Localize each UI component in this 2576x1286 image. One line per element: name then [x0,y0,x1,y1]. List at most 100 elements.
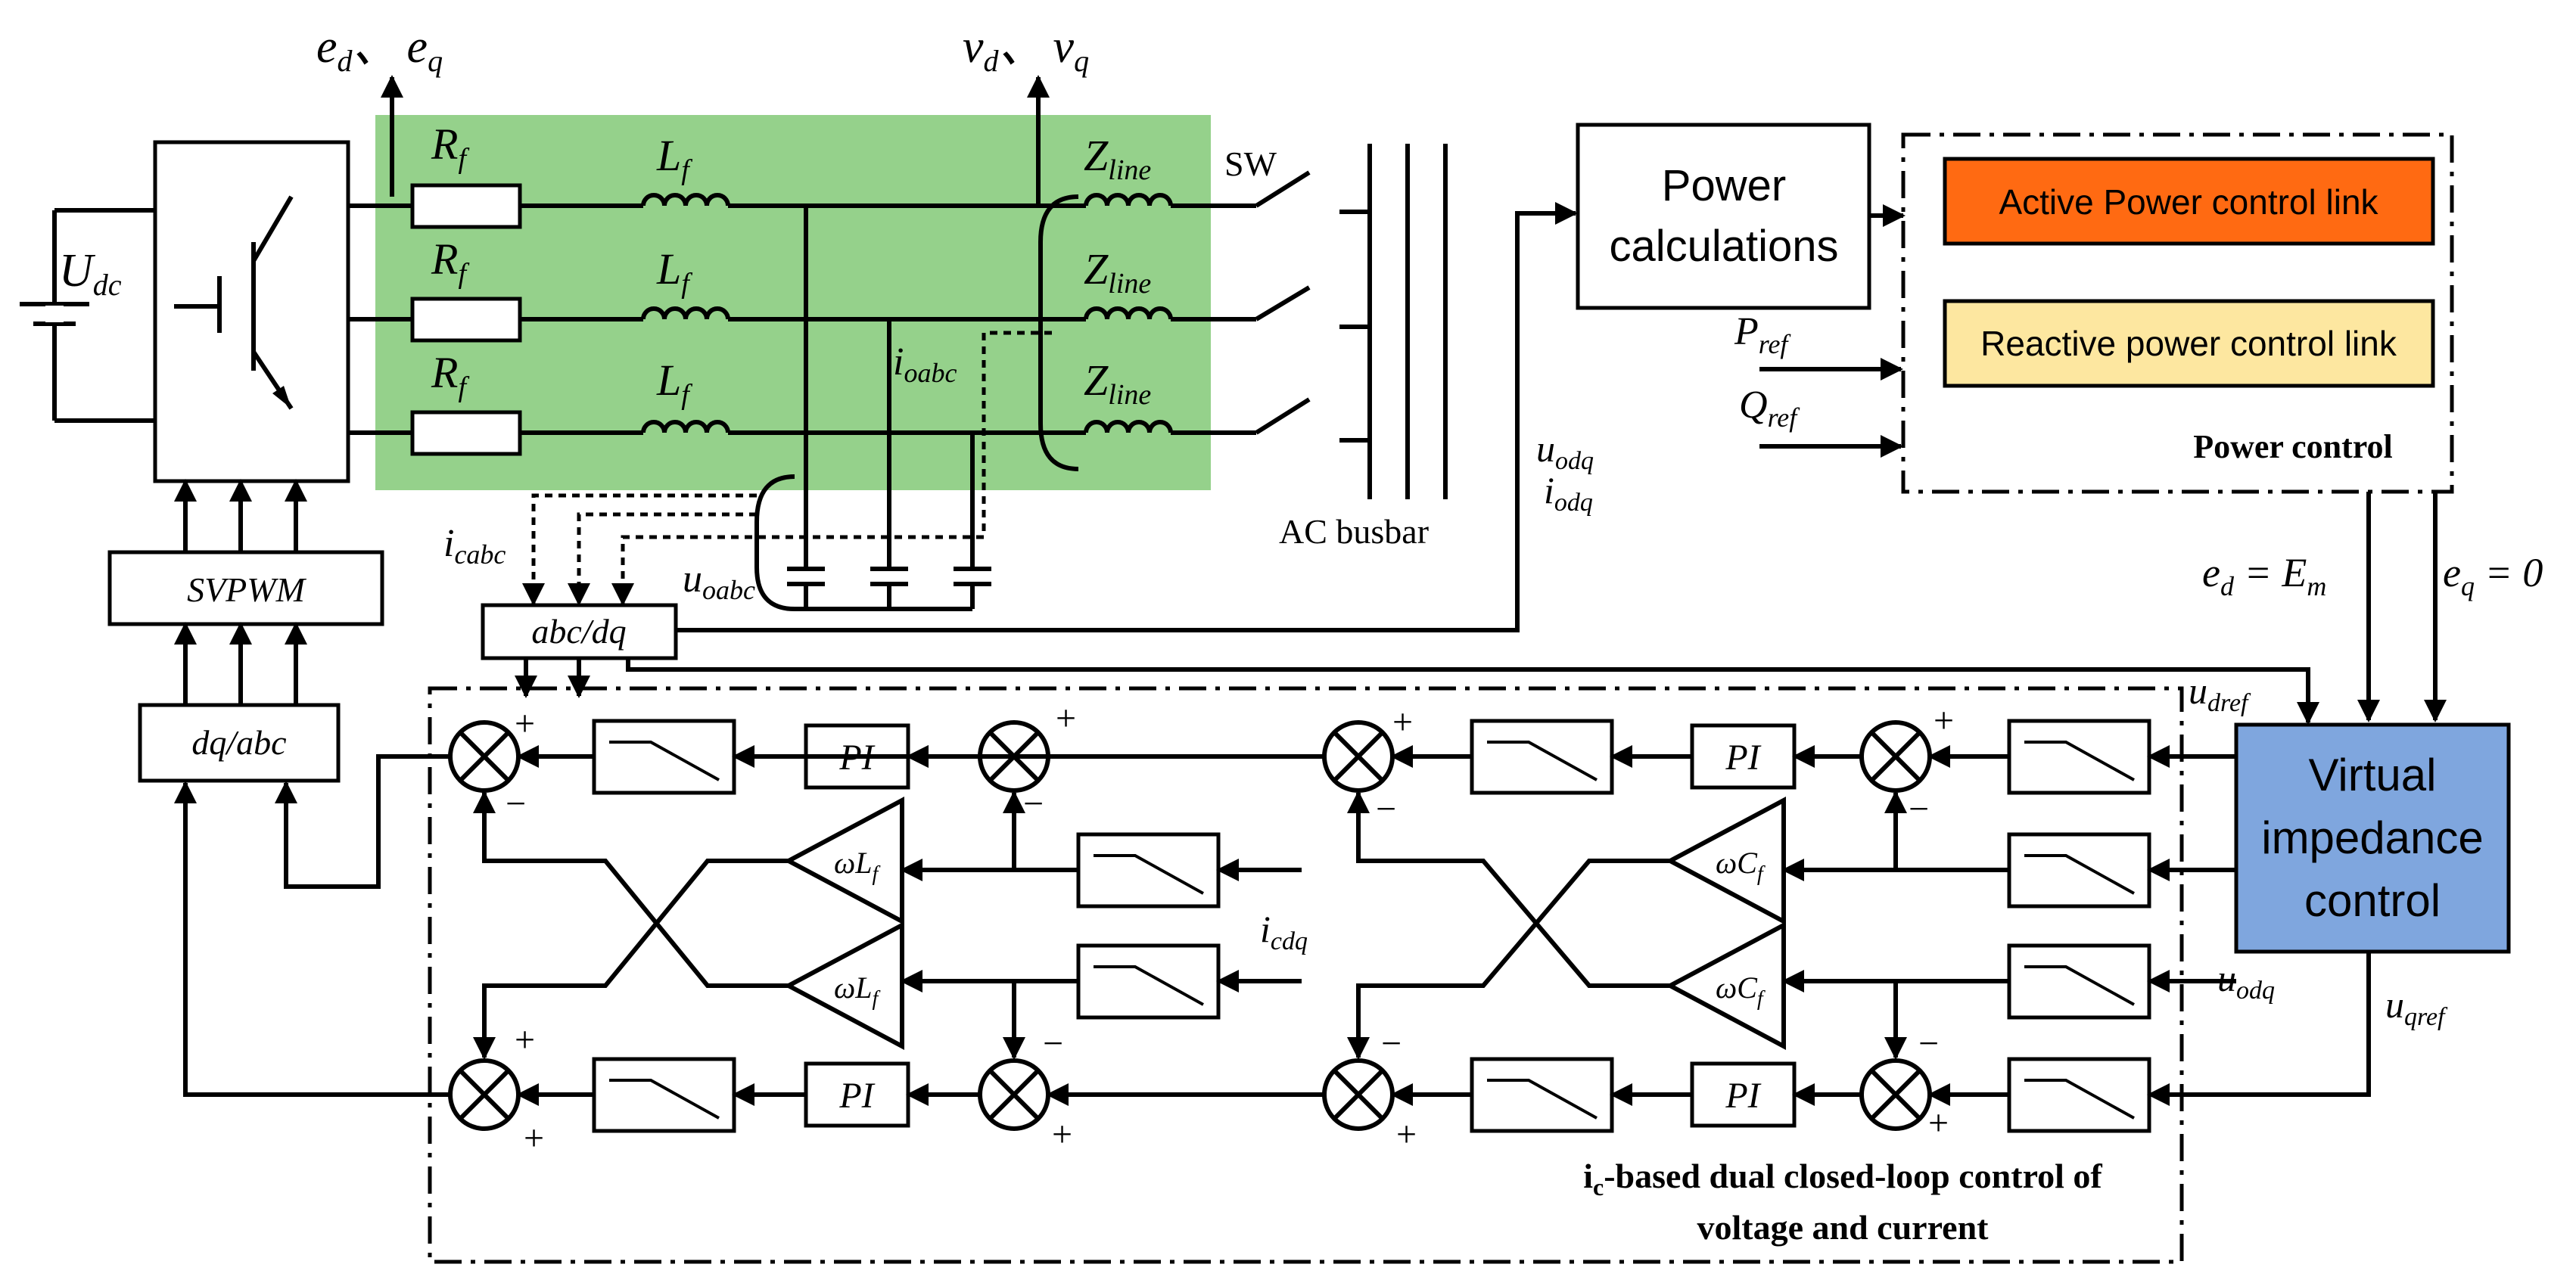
dual-loop-region [428,686,2184,1264]
summing-junction [448,720,521,793]
sign-label: + [1052,1114,1072,1154]
svg-text:calculations: calculations [1609,222,1838,271]
low-pass-filter-block [2007,1057,2151,1133]
svg-text:Power control: Power control [2193,428,2393,465]
svg-text:control: control [2304,875,2441,926]
signal-wire [174,781,450,1097]
gain-block: ωCf [1665,797,1786,925]
gain-block: ωLf [783,921,904,1050]
pi-label: PI [838,1076,875,1116]
dq-abc-block: dq/abc [138,622,341,783]
inverter-block [153,140,350,483]
ac-busbar: AC busbar SW [1224,144,1448,551]
caption-line2: voltage and current [1697,1208,1989,1247]
caption-line1: ic-based dual closed-loop control of [1583,1157,2102,1201]
signal-wire [1347,859,1670,1060]
svg-text:Power: Power [1662,161,1786,210]
phase-lines [348,170,1370,471]
svg-text:Rf: Rf [431,120,469,175]
sw-label: SW [1224,144,1277,183]
summing-junction [1859,1058,1932,1131]
gain-label: ωCf [1716,846,1766,886]
sign-label: − [1381,1024,1402,1064]
sign-label: − [1909,789,1929,829]
sign-label: − [506,784,526,824]
svg-text:Virtual: Virtual [2309,750,2437,800]
summing-junction [1322,1058,1395,1131]
sign-label: + [1396,1114,1417,1154]
component-labels: Rf Rf Rf Lf Lf Lf Zline Zline Zline ioab… [431,120,1151,605]
low-pass-filter-block [2007,719,2151,795]
sign-label: + [1934,700,1954,741]
svg-text:iodq: iodq [1544,469,1593,517]
sign-label: + [1928,1103,1949,1143]
low-pass-filter-block [2007,832,2151,909]
gain-block: ωLf [783,797,904,925]
power-control-region: Active Power control link Reactive power… [1536,132,2454,517]
active-power-control-box [1943,157,2435,246]
measurement-wires [522,331,1052,606]
svg-text:ioabc: ioabc [893,340,957,388]
svg-text:icdq: icdq [1260,908,1308,955]
pi-label: PI [1725,738,1761,778]
pi-controller-block: PI [804,1061,910,1128]
sign-label: + [515,1020,535,1060]
svg-text:uodq: uodq [2217,957,2275,1005]
signal-wire [2147,952,2371,1106]
reactive-power-control-box [1943,299,2435,388]
svg-text:Pref: Pref [1734,310,1791,359]
svg-text:dq/abc: dq/abc [191,723,286,762]
svg-text:Active Power control link: Active Power control link [1999,182,2378,222]
sign-label: − [1043,1024,1063,1064]
low-pass-filter-block [1470,1057,1614,1133]
ac-busbar-label: AC busbar [1279,512,1429,551]
svg-text:SVPWM: SVPWM [187,570,307,609]
svg-text:udref: udref [2189,669,2251,717]
sign-label: − [1376,789,1396,829]
svg-text:abc/dq: abc/dq [531,612,626,651]
capacitor-bank [754,206,991,611]
ed-eq-label: ed、eq [316,21,443,78]
gain-label: ωCf [1716,971,1766,1011]
low-pass-filter-block [2007,943,2151,1020]
svg-text:Qref: Qref [1739,384,1800,433]
svg-text:icabc: icabc [443,522,506,570]
gain-label: ωLf [834,846,881,886]
svg-text:uodq: uodq [1536,427,1594,475]
summing-junction [1322,720,1395,793]
sign-label: − [1918,1024,1939,1064]
signal-wire [1884,979,2009,1060]
summing-junction [448,1058,521,1131]
sign-label: + [1392,702,1413,742]
pi-controller-block: PI [1690,723,1797,790]
svg-text:Reactive power control link: Reactive power control link [1980,324,2397,363]
svg-text:Zline: Zline [1084,131,1151,186]
gain-block: ωCf [1665,921,1786,1050]
sign-label: + [515,704,535,744]
low-pass-filter-block [1076,943,1221,1020]
svg-text:Zline: Zline [1084,244,1151,300]
sign-label: + [1056,698,1076,738]
sign-label: − [1023,784,1044,824]
svg-text:ed = Em: ed = Em [2202,550,2326,601]
dc-source: Udc [20,208,155,423]
low-pass-filter-block [1076,832,1221,909]
pi-label: PI [1725,1076,1761,1116]
pi-controller-block: PI [1690,1061,1797,1128]
power-calculations-block: Power calculations [1576,123,1906,310]
svpwm-block: SVPWM [107,479,384,626]
gain-label: ωLf [834,971,881,1011]
summing-junction [978,1058,1050,1131]
low-pass-filter-block [1470,719,1614,795]
svg-text:uqref: uqref [2385,983,2448,1031]
svg-text:Zline: Zline [1084,356,1151,411]
signal-wire [275,754,450,889]
summing-junction [1859,720,1932,793]
svg-text:impedance: impedance [2261,812,2484,863]
low-pass-filter-block [592,1057,736,1133]
vd-vq-label: vd、vq [963,21,1089,78]
virtual-impedance-block: Virtual impedance control [2234,722,2511,954]
signal-wire [473,791,789,988]
